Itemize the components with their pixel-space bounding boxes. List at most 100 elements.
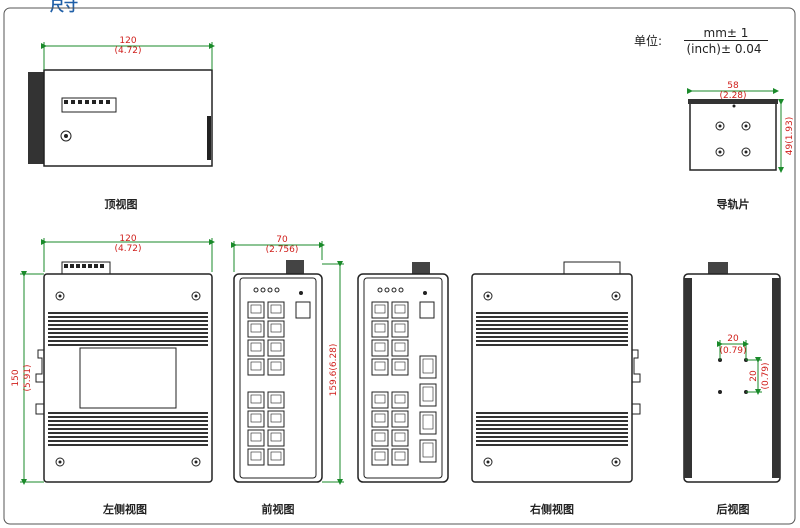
cooling-fins xyxy=(476,412,628,448)
rj45-port-jack xyxy=(374,432,386,442)
rj45-port xyxy=(267,320,285,338)
top-view-rail-block xyxy=(28,72,46,164)
rj45-port-jack xyxy=(394,361,406,371)
top-connector xyxy=(563,261,621,275)
back-h-spacing-in: (0.79) xyxy=(719,346,746,356)
cooling-fins xyxy=(48,412,208,448)
rj45-port-jack xyxy=(374,323,386,333)
rj45-port xyxy=(267,391,285,409)
rj45-port-jack xyxy=(394,323,406,333)
unit-inch-tolerance: (inch)± 0.04 xyxy=(686,42,762,56)
right-side-body xyxy=(471,273,633,483)
rj45-port xyxy=(391,391,409,409)
left-height-in: (5.91) xyxy=(23,364,33,391)
front-height: 159.6(6.28) xyxy=(329,344,339,397)
rj45-port-jack xyxy=(374,342,386,352)
top-view-body xyxy=(43,69,213,167)
rj45-port-jack xyxy=(270,432,282,442)
rj45-port xyxy=(371,429,389,447)
unit-label: 单位: xyxy=(634,34,663,48)
rj45-port-jack xyxy=(422,386,434,402)
back-v-spacing-in: (0.79) xyxy=(761,362,771,389)
rj45-port-jack xyxy=(250,323,262,333)
rj45-port xyxy=(247,320,265,338)
rj45-port xyxy=(267,410,285,428)
rj45-port xyxy=(371,448,389,466)
rj45-port-jack xyxy=(270,304,282,314)
rj45-port-jack xyxy=(374,451,386,461)
rj45-port xyxy=(419,383,437,407)
rj45-port-jack xyxy=(250,413,262,423)
rj45-port-jack xyxy=(374,361,386,371)
rj45-port xyxy=(419,439,437,463)
rj45-ports xyxy=(371,301,409,466)
unit-mm-tolerance: mm± 1 xyxy=(684,26,768,41)
rj45-port xyxy=(419,411,437,435)
rj45-port xyxy=(391,320,409,338)
left-view-caption: 左侧视图 xyxy=(102,502,147,516)
rj45-port xyxy=(419,355,437,379)
din-clip xyxy=(632,349,641,383)
left-height-mm: 150 xyxy=(11,369,21,386)
rj45-port-jack xyxy=(374,304,386,314)
left-side-view: 120 (4.72) 150 (5.91) 左侧视图 xyxy=(11,234,215,516)
right-side-view: 右侧视图 xyxy=(471,261,641,516)
cooling-fins xyxy=(476,310,628,346)
rj45-port-jack xyxy=(394,413,406,423)
rail-width-in: (2.28) xyxy=(719,91,746,101)
rj45-port xyxy=(267,448,285,466)
rj45-port xyxy=(247,391,265,409)
console-port xyxy=(295,301,311,319)
front-view: 70 (2.756) 159.6(6.28) 前视图 xyxy=(231,235,344,516)
rail-width-mm: 58 xyxy=(727,81,739,91)
rj45-port-jack xyxy=(394,342,406,352)
top-view-caption: 顶视图 xyxy=(105,197,138,211)
rj45-port xyxy=(247,301,265,319)
front-view-caption: 前视图 xyxy=(262,502,295,516)
rj45-port-jack xyxy=(374,394,386,404)
rj45-port xyxy=(267,429,285,447)
cooling-fins xyxy=(48,310,208,346)
rj45-port xyxy=(371,301,389,319)
rj45-port-jack xyxy=(250,342,262,352)
rail-clip-body xyxy=(689,101,777,171)
rj45-port xyxy=(247,339,265,357)
rj45-port xyxy=(371,339,389,357)
din-clip xyxy=(35,349,44,383)
rj45-port-jack xyxy=(394,304,406,314)
back-view: 20 (0.79) 20 (0.79) 后视图 xyxy=(683,262,781,516)
rj45-port xyxy=(247,448,265,466)
rj45-port-jack xyxy=(250,432,262,442)
rj45-port-jack xyxy=(394,451,406,461)
rj45-port xyxy=(247,429,265,447)
power-connector xyxy=(412,262,430,274)
top-width-in: (4.72) xyxy=(114,46,141,56)
rj45-port xyxy=(391,429,409,447)
rj45-port-jack xyxy=(250,451,262,461)
label-panel xyxy=(79,347,177,409)
rj45-port xyxy=(371,358,389,376)
rj45-port xyxy=(391,339,409,357)
console-port xyxy=(419,301,435,319)
rj45-port-jack xyxy=(270,413,282,423)
rj45-port-jack xyxy=(422,358,434,374)
left-width-mm: 120 xyxy=(119,234,136,244)
rail-view: 58 (2.28) 49(1.93) 导轨片 xyxy=(687,81,795,211)
rj45-port-jack xyxy=(250,361,262,371)
rj45-ports xyxy=(247,301,285,466)
rail-height: 49(1.93) xyxy=(785,117,795,156)
front-width-mm: 70 xyxy=(276,235,288,245)
mount-hole xyxy=(718,390,722,394)
rj45-port xyxy=(371,410,389,428)
drawing-frame xyxy=(3,7,796,525)
rj45-port xyxy=(371,320,389,338)
rj45-port xyxy=(267,339,285,357)
rj45-port-jack xyxy=(270,394,282,404)
rj45-port xyxy=(391,301,409,319)
sfp-slots xyxy=(419,355,437,463)
rj45-port-jack xyxy=(394,432,406,442)
rail-view-caption: 导轨片 xyxy=(717,197,750,211)
rj45-port xyxy=(391,448,409,466)
rj45-port-jack xyxy=(270,451,282,461)
rj45-port xyxy=(391,358,409,376)
